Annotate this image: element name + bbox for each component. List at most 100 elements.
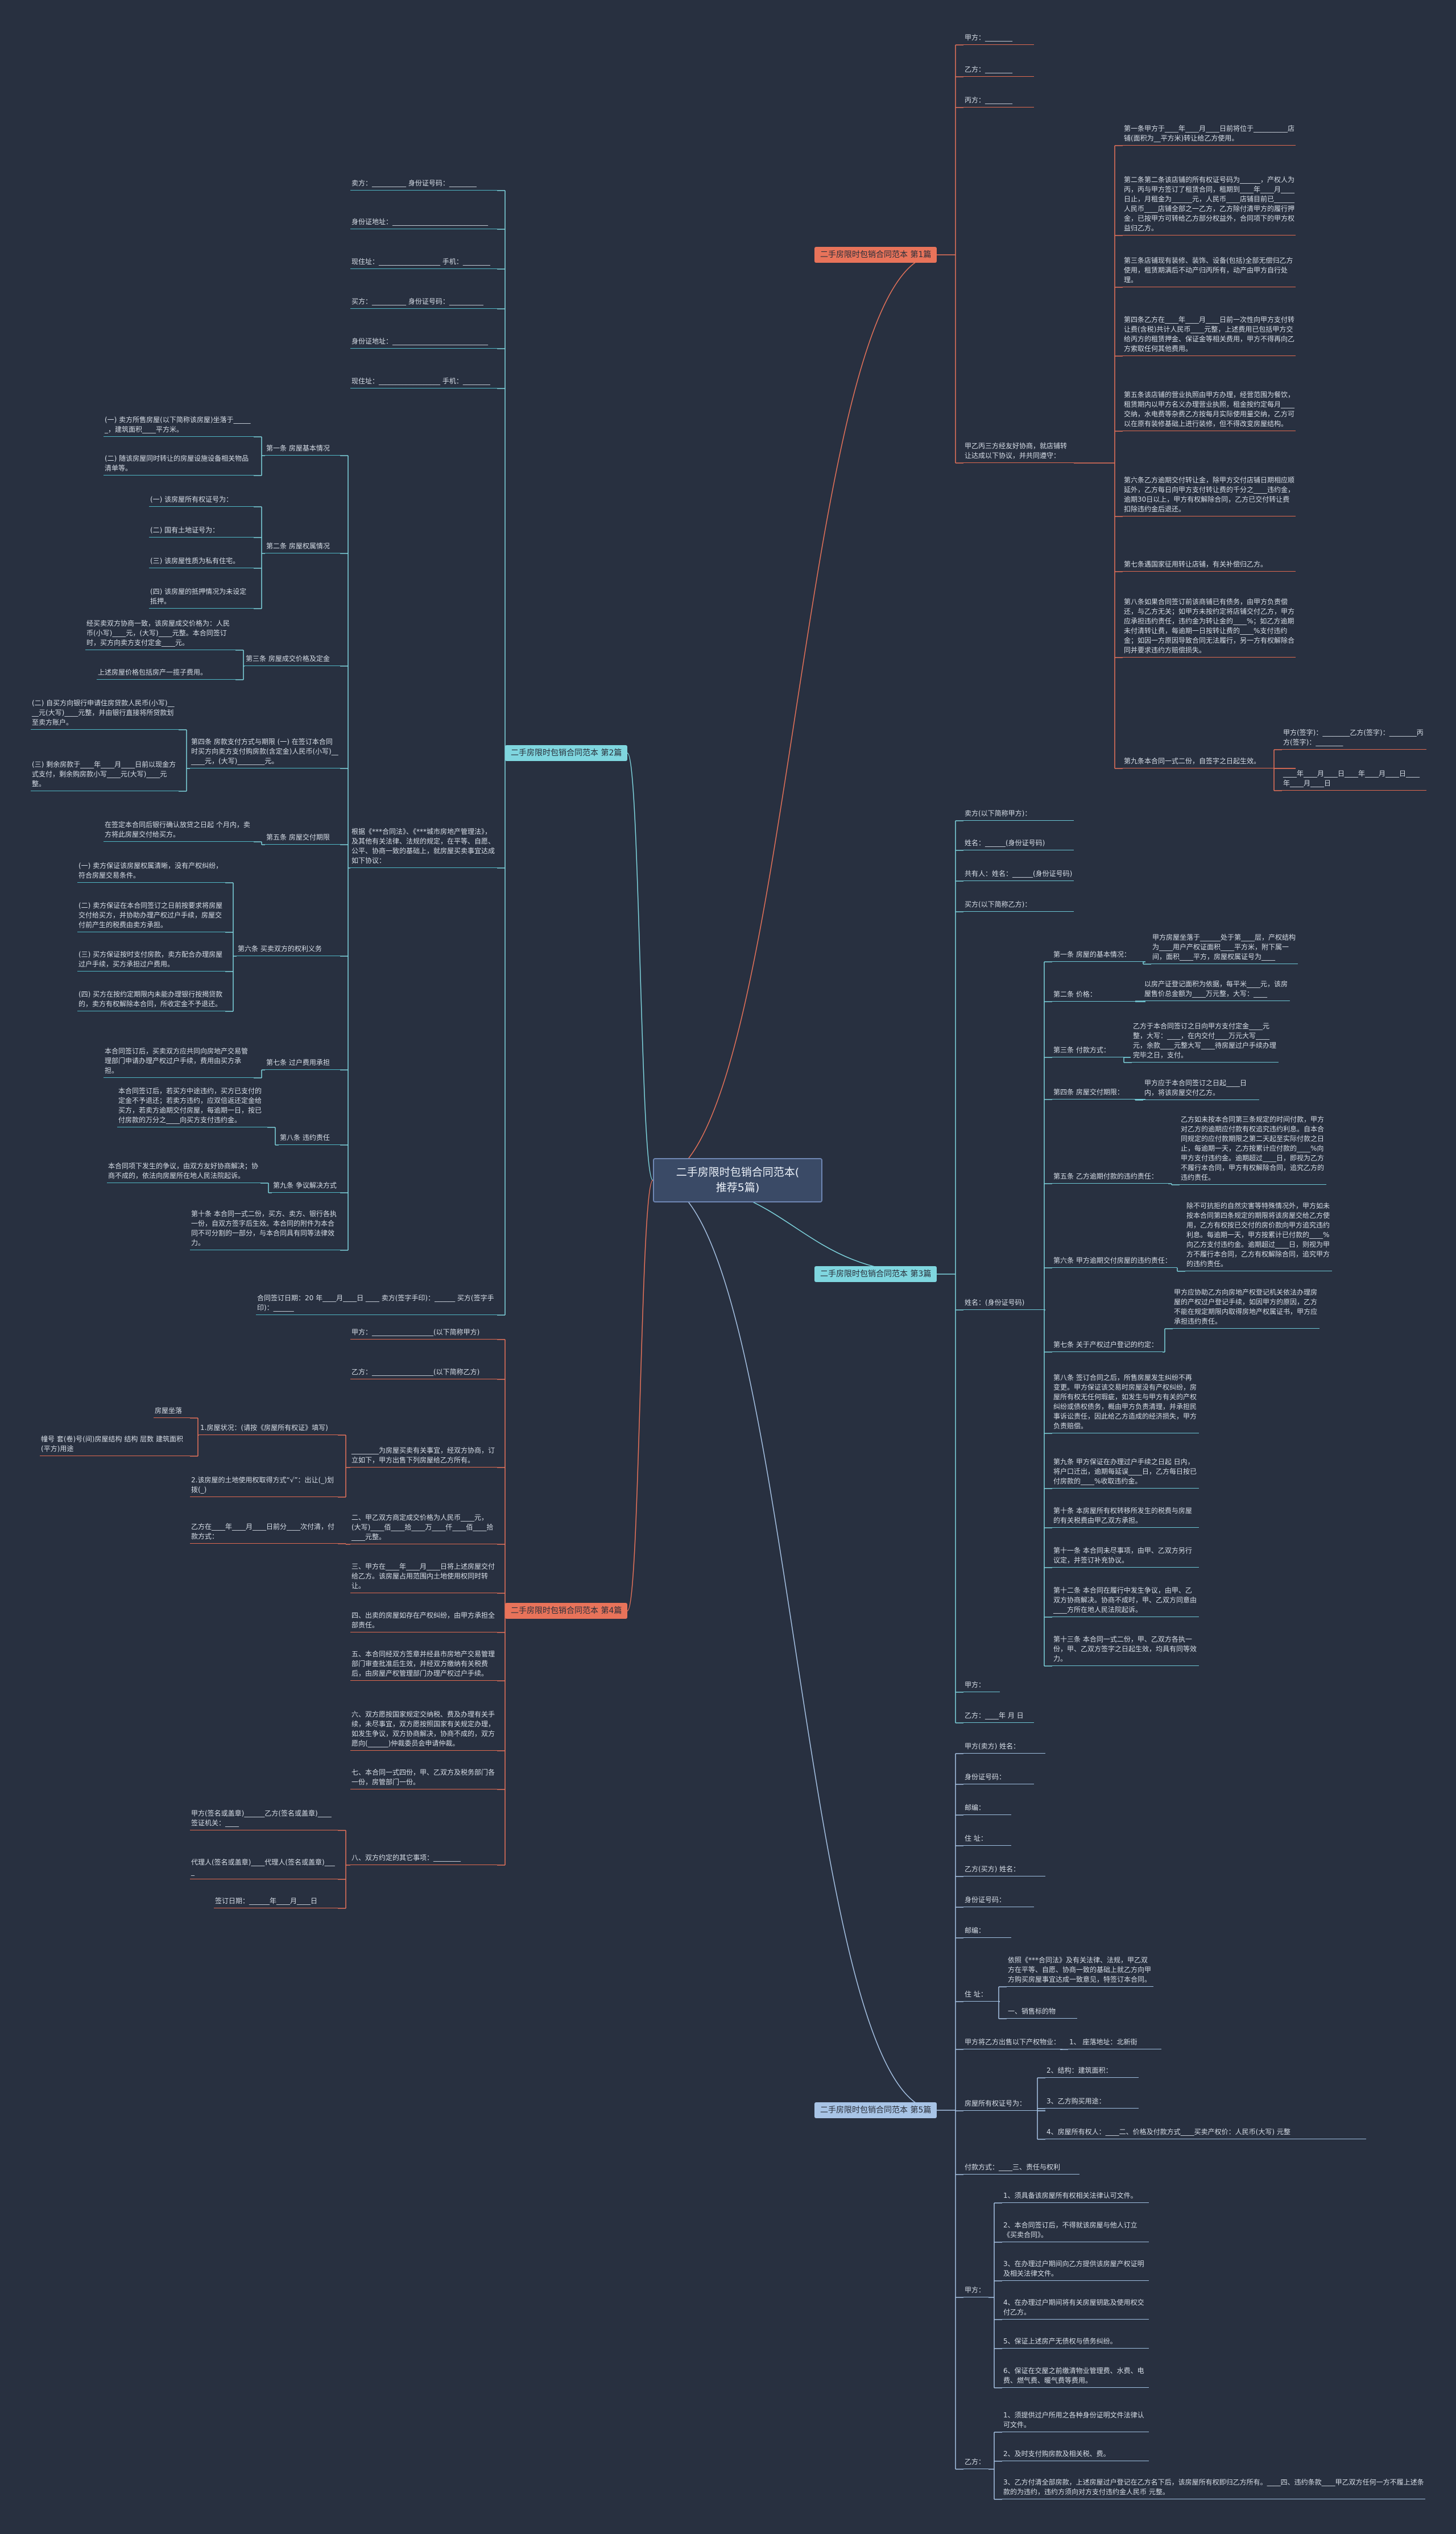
- branch-1-node[interactable]: 二手房限时包销合同范本 第1篇: [814, 247, 937, 263]
- b3-clause-12: 第十二条 本合同在履行中发生争议，由甲、乙双方协商解决。协商不成时，甲、乙双方同…: [1052, 1585, 1199, 1617]
- b2-art-6-4: (四) 买方在按约定期限内未能办理银行按揭贷款的，卖方有权解除本合同，所收定金不…: [77, 989, 225, 1011]
- b3-clause-1-text: 甲方房屋坐落于______处于第____层，产权结构为____用户产权证面积__…: [1151, 932, 1298, 964]
- b2-seller-id-addr: 身份证地址：____________________________: [350, 216, 497, 229]
- b2-art-1-2: (二) 随该房屋同时转让的房屋设施设备相关物品清单等。: [104, 453, 254, 476]
- branch-4-node[interactable]: 二手房限时包销合同范本 第4篇: [505, 1603, 628, 1619]
- b5-seller-addr: 住 址：: [963, 1833, 1011, 1846]
- b1-clause-9: 第九条本合同一式二份，自签字之日起生效。: [1123, 755, 1296, 768]
- b4-sign-agents: 代理人(签名或盖章)____代理人(签名或盖章)____: [190, 1857, 338, 1879]
- b4-handover: 三、甲方在____年____月____日将上述房屋交付给乙方。该房屋占用范围内土…: [350, 1561, 497, 1593]
- link-root-b2: [627, 753, 653, 1181]
- b1-dates: ____年____月____日____年____月____日____年____月…: [1282, 768, 1426, 791]
- b1-clause-7: 第七条遇国家征用转让店铺，有关补偿归乙方。: [1123, 559, 1296, 572]
- b4-copies: 七、本合同一式四份，甲、乙双方及税务部门各一份，房管部门一份。: [350, 1767, 497, 1789]
- b5-a-duty-4: 4、在办理过户期间将有关房屋钥匙及使用权交付乙方。: [1002, 2297, 1149, 2320]
- b2-buyer: 买方：__________ 身份证号码：__________: [350, 296, 497, 309]
- b5-buyer-id: 身份证号码：: [963, 1894, 1034, 1907]
- b4-house-location: 房屋坐落: [154, 1405, 190, 1418]
- b2-art-2-1: (一) 该房屋所有权证号为：: [149, 494, 254, 507]
- b2-seller: 卖方：__________ 身份证号码：________: [350, 177, 497, 191]
- b2-art-9: 第九条 争议解决方式: [272, 1180, 340, 1193]
- b2-art-3-2: 上述房屋价格包括房产一揽子费用。: [97, 667, 235, 680]
- link-root-b1: [652, 254, 937, 1181]
- b3-buyer-label: 买方(以下简称乙方)：: [963, 899, 1074, 912]
- b5-structure: 2、结构：建筑面积：: [1045, 2065, 1139, 2078]
- b3-clause-2-text: 以房产证登记面积为依据，每平米____元，该房屋售价总金额为____万元整，大写…: [1143, 978, 1290, 1001]
- b4-land-right: 2.该房屋的土地使用权取得方式“√”：出让(_)划拨(_): [190, 1474, 338, 1497]
- b1-clause-8: 第八条如果合同签订前该商铺已有债务，由甲方负责偿还，与乙方无关；如甲方未按约定将…: [1123, 596, 1296, 658]
- b1-intro: 甲乙丙三方经友好协商，就店铺转让达成以下协议，并共同遵守：: [963, 440, 1074, 463]
- b3-clause-1: 第一条 房屋的基本情况：: [1052, 949, 1145, 962]
- b4-taxes: 六、双方愿按国家规定交纳税、费及办理有关手续，未尽事宜，双方愿按照国家有关规定办…: [350, 1709, 497, 1751]
- b5-owner-price: 4、房屋所有权人：____二、价格及付款方式____买卖产权价：人民币(大写) …: [1045, 2126, 1366, 2139]
- b3-seller-name: 姓名：______(身份证号码): [963, 837, 1074, 850]
- root-node[interactable]: 二手房限时包销合同范本( 推荐5篇): [653, 1158, 822, 1202]
- b5-address: 1、 座落地址：北新街: [1068, 2036, 1161, 2049]
- b2-art-1: 第一条 房屋基本情况: [265, 443, 340, 456]
- b1-clause-1: 第一条甲方于____年____月____日前将位于__________店铺(面积…: [1123, 123, 1296, 146]
- b4-intro: ________为房屋买卖有关事宜，经双方协商，订立如下，甲方出售下列房屋给乙方…: [350, 1445, 497, 1468]
- b4-payment: 乙方在____年____月____日前分____次付清，付款方式：: [190, 1521, 338, 1544]
- b2-buyer-id-addr: 身份证地址：____________________________: [350, 336, 497, 349]
- b3-coowner: 共有人：姓名：______(身份证号码): [963, 868, 1074, 881]
- b5-buyer-addr: 住 址：: [963, 1989, 1000, 2002]
- branch-2-node[interactable]: 二手房限时包销合同范本 第2篇: [505, 745, 628, 761]
- b5-seller-name: 甲方(卖方) 姓名：: [963, 1741, 1045, 1754]
- b3-name-id: 姓名：(身份证号码): [963, 1297, 1045, 1310]
- b4-other: 八、双方约定的其它事项：________: [350, 1852, 497, 1865]
- b2-art-4-1: (二) 自买方向银行申请住房贷款人民币(小写)____元(大写)____元整，并…: [31, 697, 179, 730]
- b2-art-7-1: 本合同签订后，买卖双方应共同向房地产交易管理部门申请办理产权过户手续，费用由买方…: [104, 1045, 254, 1078]
- b3-clause-6: 第六条 甲方逾期交付房屋的违约责任：: [1052, 1255, 1177, 1268]
- b5-preamble: 依照《***合同法》及有关法律、法规，甲乙双方在平等、自愿、协商一致的基础上就乙…: [1007, 1954, 1153, 1987]
- b2-art-2-4: (四) 该房屋的抵押情况为未设定抵押。: [149, 586, 254, 609]
- b2-art-5: 第五条 房屋交付期限: [265, 832, 340, 845]
- b4-party-b: 乙方：__________________(以下简称乙方): [350, 1366, 497, 1379]
- b3-clause-8: 第八条 签订合同之后，所售房屋发生纠纷不再变更。甲方保证该交易时房屋没有产权纠纷…: [1052, 1372, 1199, 1433]
- b3-party-b-date: 乙方：____年 月 日: [963, 1710, 1034, 1723]
- b2-art-5-1: 在签定本合同后银行确认放贷之日起 个月内，卖方将此房屋交付给买方。: [104, 819, 254, 842]
- b3-party-a: 甲方：: [963, 1679, 1000, 1692]
- b2-art-4-2: (三) 剩余房款于____年____月____日前以现金方式支付，剩余购房款小写…: [31, 759, 179, 791]
- b5-a-duty-2: 2、本合同签订后，不得就该房屋与他人订立《买卖合同》。: [1002, 2219, 1149, 2242]
- b5-buyer-name: 乙方(买方) 姓名：: [963, 1863, 1045, 1876]
- b1-party-a: 甲方：________: [963, 32, 1034, 45]
- b4-house-status: 1.房屋状况：(请按《房屋所有权证》填写): [199, 1422, 338, 1435]
- b5-usage: 3、乙方购买用途：: [1045, 2095, 1139, 2109]
- b3-clause-3: 第三条 付款方式：: [1052, 1044, 1131, 1057]
- b5-a-duty-1: 1、须具备该房屋所有权相关法律认可文件。: [1002, 2190, 1149, 2203]
- b2-art-8: 第八条 违约责任: [279, 1132, 340, 1145]
- b5-b-duty-2: 2、及时支付购房款及相关税、费。: [1002, 2448, 1149, 2461]
- b2-signature-line: 合同签订日期：20 年____月____日 ____ 卖方(签字手印)：____…: [256, 1292, 497, 1315]
- b4-party-a: 甲方：__________________(以下简称甲方): [350, 1326, 497, 1340]
- b1-clause-5: 第五条该店铺的营业执照由甲方办理，经营范围为餐饮，租赁期内以甲方名义办理营业执照…: [1123, 389, 1296, 431]
- b2-art-6-2: (二) 卖方保证在本合同签订之日前按要求将房屋交付给买方，并协助办理产权过户手续…: [77, 900, 225, 932]
- b5-party-b: 乙方：: [963, 2456, 988, 2469]
- b5-property: 甲方将乙方出售以下产权物业：: [963, 2036, 1062, 2049]
- b2-art-8-1: 本合同签订后，若买方中途违约，买方已支付的定金不予退还；若卖方违约，应双倍返还定…: [117, 1085, 267, 1127]
- b2-art-7: 第七条 过户费用承担: [265, 1057, 340, 1070]
- branch-5-node[interactable]: 二手房限时包销合同范本 第5篇: [814, 2102, 937, 2118]
- b1-clause-2: 第二条第二条该店铺的所有权证号码为______，产权人为丙，丙与甲方签订了租赁合…: [1123, 174, 1296, 235]
- b3-clause-13: 第十三条 本合同一式二份，甲、乙双方各执一份，甲、乙双方签字之日起生效，均具有同…: [1052, 1634, 1199, 1666]
- branch-3-node[interactable]: 二手房限时包销合同范本 第3篇: [814, 1266, 937, 1282]
- b3-clause-7-text: 甲方应协助乙方向房地产权登记机关依法办理房屋的产权过户登记手续，如因甲方的原因，…: [1173, 1287, 1320, 1329]
- b1-clause-6: 第六条乙方逾期交付转让金，除甲方交付店铺日期相应顺延外，乙方每日向甲方支付转让费…: [1123, 474, 1296, 516]
- b4-dispute: 四、出卖的房屋如存在产权纠纷，由甲方承担全部责任。: [350, 1610, 497, 1632]
- b2-art-2-3: (三) 该房屋性质为私有住宅。: [149, 555, 254, 568]
- b5-party-a: 甲方：: [963, 2284, 988, 2297]
- b2-art-6-3: (三) 买方保证按时支付房款，卖方配合办理房屋过户手续，买方承担过户费用。: [77, 949, 225, 972]
- b4-house-table-header: 幢号 套(卷)号(间)房屋结构 结构 层数 建筑面积(平方)用途: [40, 1433, 190, 1456]
- b5-a-duty-3: 3、在办理过户期间向乙方提供该房屋产权证明及相关法律文件。: [1002, 2258, 1149, 2281]
- b2-art-1-1: (一) 卖方所售房屋(以下简称该房屋)坐落于______，建筑面积____平方米…: [104, 414, 254, 437]
- b3-clause-4: 第四条 房屋交付期限：: [1052, 1086, 1145, 1099]
- b5-pay-method: 付款方式：____三、责任与权利: [963, 2161, 1079, 2175]
- b3-clause-6-text: 除不可抗拒的自然灾害等特殊情况外，甲方如未按本合同第四条规定的期限将该房屋交给乙…: [1185, 1200, 1332, 1271]
- b2-art-2: 第二条 房屋权属情况: [265, 540, 340, 553]
- b4-sign-parties: 甲方(签名或盖章)______乙方(签名或盖章)____签证机关：____: [190, 1808, 338, 1830]
- b3-clause-5: 第五条 乙方逾期付款的违约责任：: [1052, 1171, 1168, 1184]
- b2-seller-addr: 现住址：__________________ 手机：________: [350, 256, 497, 269]
- b5-b-duty-1: 1、须提供过户所用之各种身份证明文件法律认可文件。: [1002, 2409, 1149, 2432]
- b4-price: 二、甲乙双方商定成交价格为人民币____元，(大写)____佰____拾____…: [350, 1512, 497, 1544]
